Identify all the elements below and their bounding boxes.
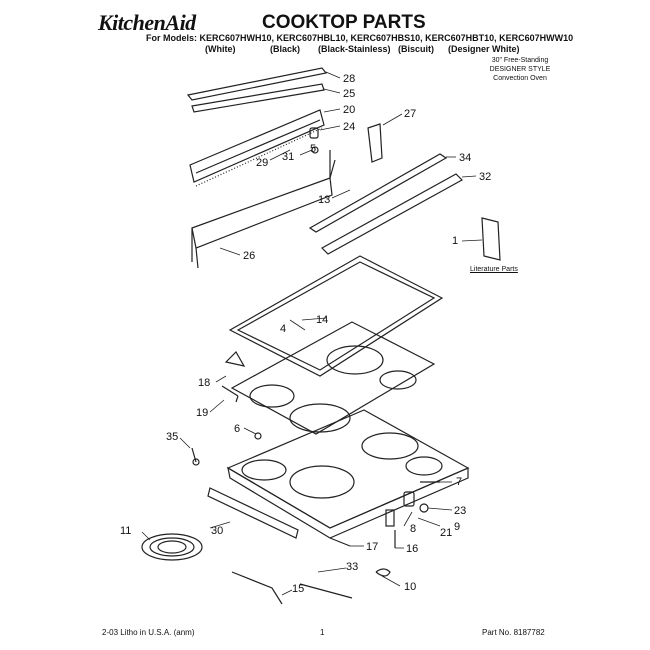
callout-11: 11: [120, 525, 131, 537]
page-title: COOKTOP PARTS: [262, 12, 426, 33]
callout-24: 24: [343, 121, 355, 133]
callout-8: 8: [410, 523, 416, 535]
callout-25: 25: [343, 88, 355, 100]
callout-23: 23: [454, 505, 466, 517]
callout-20: 20: [343, 104, 355, 116]
callout-16: 16: [406, 543, 418, 555]
wire-harness-15: [231, 571, 283, 605]
callout-5: 5: [310, 143, 316, 155]
callout-7: 7: [456, 476, 462, 488]
callout-13: 13: [318, 194, 330, 206]
note-line-2: DESIGNER STYLE: [489, 66, 551, 73]
footer-litho: 2-03 Litho in U.S.A. (anm): [102, 628, 195, 637]
callout-9: 9: [454, 521, 460, 533]
terminal-block-17: [329, 537, 351, 547]
callout-4: 4: [280, 323, 286, 335]
literature-parts-label: Literature Parts: [470, 266, 518, 273]
models-line: For Models: KERC607HWH10, KERC607HBL10, …: [146, 33, 574, 43]
wire-33: [299, 583, 353, 599]
callout-32: 32: [479, 171, 491, 183]
callout-28: 28: [343, 73, 355, 85]
callout-15: 15: [292, 583, 304, 595]
bracket-27: [367, 123, 383, 163]
note-line-1: 30" Free-Standing: [491, 57, 549, 64]
screw-6: [254, 432, 262, 440]
footer-page-number: 1: [320, 628, 325, 637]
brand-logo: KitchenAid: [98, 10, 196, 35]
callout-31: 31: [282, 151, 294, 163]
bracket-18: [224, 351, 246, 367]
trim-strip-28: [186, 67, 328, 101]
variant-designer-white: (Designer White): [448, 44, 520, 54]
callout-19: 19: [196, 407, 208, 419]
variant-biscuit: (Biscuit): [398, 44, 434, 54]
part-10: [375, 568, 391, 577]
trim-strip-25: [191, 83, 325, 113]
gasket-frame-14: [228, 255, 444, 377]
literature-booklet-1: [481, 217, 501, 261]
callout-6: 6: [234, 423, 240, 435]
note-line-3: Convection Oven: [493, 75, 547, 82]
callout-14: 14: [316, 314, 328, 326]
part-23: [419, 503, 429, 513]
variant-black-stainless: (Black-Stainless): [318, 44, 391, 54]
callout-34: 34: [459, 152, 471, 164]
surface-element-11: [141, 533, 203, 561]
switch-21: [403, 491, 415, 507]
callout-35: 35: [166, 431, 178, 443]
callout-27: 27: [404, 108, 416, 120]
wrench-19: [221, 385, 239, 403]
backguard-26: [191, 150, 336, 269]
callout-33: 33: [346, 561, 358, 573]
callout-29: 29: [256, 157, 268, 169]
trim-strip-30: [207, 487, 299, 539]
callout-26: 26: [243, 250, 255, 262]
trim-34: [308, 153, 448, 233]
callout-17: 17: [366, 541, 378, 553]
callout-21: 21: [440, 527, 452, 539]
callout-30: 30: [211, 525, 223, 537]
callout-18: 18: [198, 377, 210, 389]
variant-white: (White): [205, 44, 236, 54]
footer-part-number: Part No. 8187782: [482, 628, 545, 637]
callout-labels: 28 25 20 24 27 29 31 5 34 32 13 26 1 14 …: [120, 73, 491, 595]
clip-24: [309, 127, 319, 139]
callout-10: 10: [404, 581, 416, 593]
model-note: 30" Free-Standing DESIGNER STYLE Convect…: [480, 56, 560, 83]
variant-black: (Black): [270, 44, 301, 54]
leader-lines: [141, 71, 483, 596]
part-8: [385, 509, 395, 527]
glass-cooktop-4: [230, 321, 436, 435]
callout-1: 1: [452, 235, 458, 247]
backguard-panel-20: [189, 109, 325, 187]
trim-32: [321, 173, 463, 255]
burner-box-9: [226, 409, 470, 539]
screw-35: [191, 447, 200, 466]
